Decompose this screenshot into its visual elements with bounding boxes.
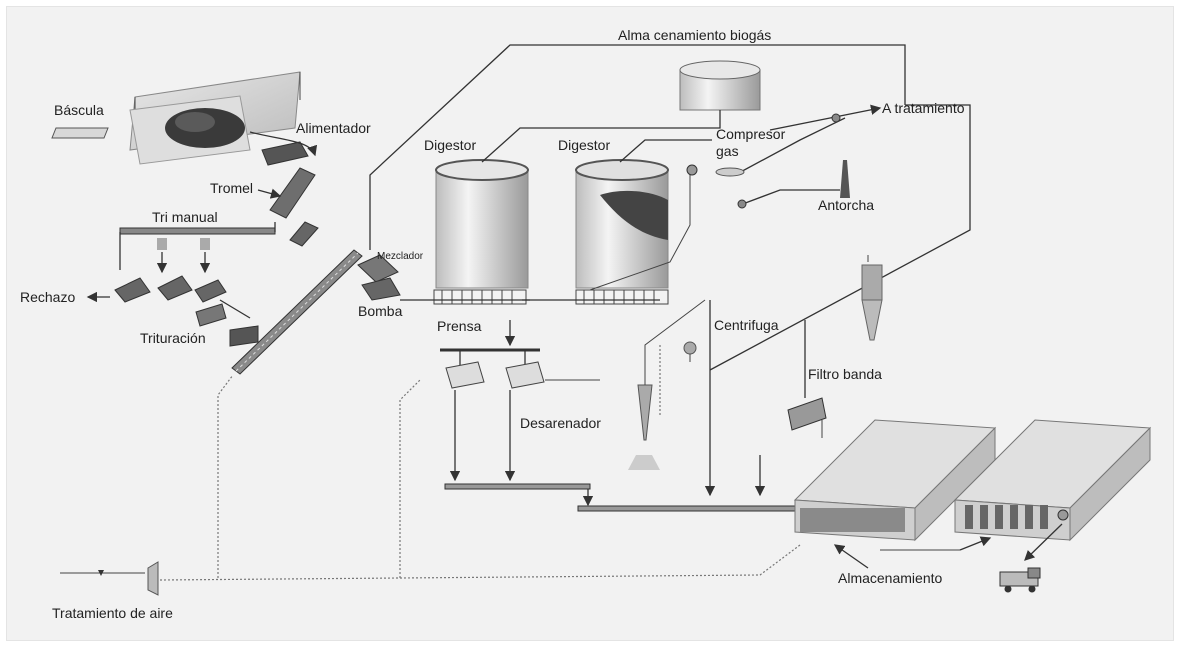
label-mezclador: Mezclador [377,251,424,262]
inclined-conveyor [231,249,363,375]
label-compresor: Compresor [716,126,786,142]
flare-stack [840,160,850,198]
gas-compressor [686,164,745,177]
label-almacenamiento-biogas: Alma cenamiento biogás [618,27,771,43]
label-a-tratamiento: A tratamiento [882,100,965,116]
shredder-equipment [195,299,259,347]
belt-filter-equipment [754,320,827,497]
press-equipment [440,320,600,389]
biogas-piping [369,44,971,371]
label-centrifuga: Centrifuga [714,317,779,333]
label-gas: gas [716,143,739,159]
air-treatment-unit [60,561,159,596]
label-almacenamiento: Almacenamiento [838,570,942,586]
label-desarenador: Desarenador [520,415,601,431]
reception-building [129,71,301,165]
label-rechazo: Rechazo [20,289,75,305]
label-tromel: Tromel [210,180,253,196]
label-digestor-2: Digestor [558,137,610,153]
manual-sorting-line [86,221,319,303]
label-tri-manual: Tri manual [152,209,218,225]
label-prensa: Prensa [437,318,482,334]
feeder-equipment [249,131,318,166]
weighbridge-scale [51,127,109,139]
label-alimentador: Alimentador [296,120,371,136]
desander-equipment [628,299,706,470]
trommel-equipment [257,167,316,219]
label-bomba: Bomba [358,303,403,319]
label-filtro-banda: Filtro banda [808,366,882,382]
centrifuge-equipment [683,300,716,497]
label-antorcha: Antorcha [818,197,874,213]
label-tratamiento-aire: Tratamiento de aire [52,605,173,621]
storage-building-2 [953,419,1152,542]
label-bascula: Báscula [54,102,104,118]
mixer-equipment [357,254,399,283]
storage-building-1 [793,419,997,542]
biogas-storage-tank [679,60,761,111]
truck-vehicle [999,567,1041,593]
storage-arrows [833,523,1063,569]
air-treatment-ducting [159,345,801,581]
digester-2-tank [575,159,669,305]
label-digestor-1: Digestor [424,137,476,153]
pump-equipment [361,277,401,301]
label-trituracion: Trituración [140,330,206,346]
digester-1-tank [433,159,529,305]
cyclone-separator [861,255,883,341]
